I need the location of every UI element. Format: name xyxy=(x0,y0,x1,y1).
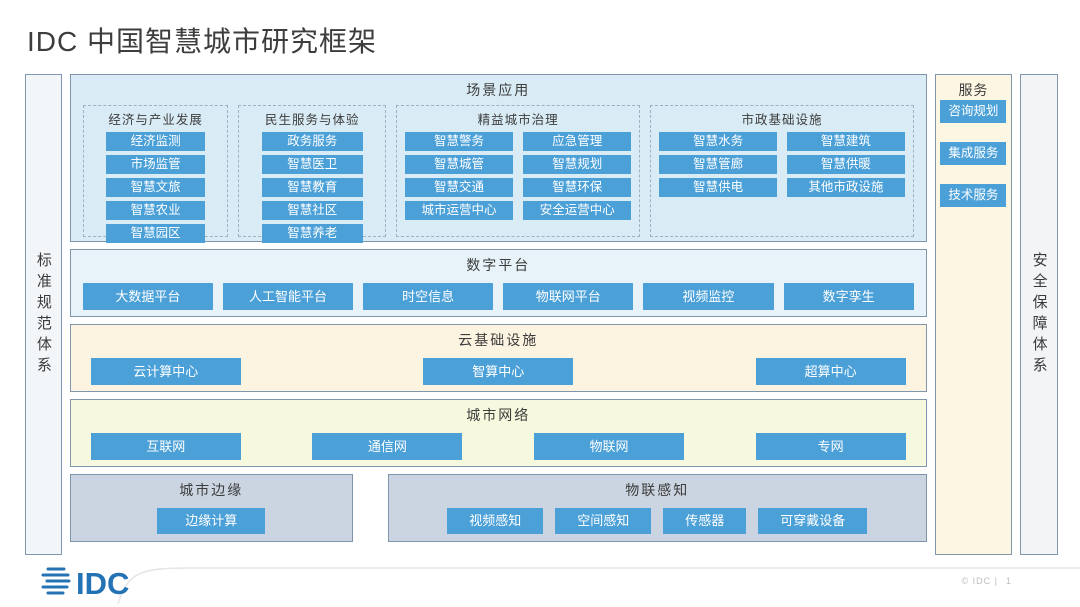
iot-chip: 视频感知 xyxy=(447,508,544,534)
section-iot-sensing: 物联感知 视频感知空间感知传感器可穿戴设备 xyxy=(387,474,927,542)
platform-chip: 物联网平台 xyxy=(503,283,634,310)
group-items: 政务服务智慧医卫智慧教育智慧社区智慧养老 xyxy=(247,132,376,243)
page-number: 1 xyxy=(1005,576,1012,586)
group-title: 民生服务与体验 xyxy=(264,113,360,127)
service-chip: 技术服务 xyxy=(940,184,1007,207)
group-economy-industry: 经济与产业发展 经济监测市场监管智慧文旅智慧农业智慧园区 xyxy=(82,105,229,243)
service-chip: 集成服务 xyxy=(940,142,1007,165)
app-chip: 智慧文旅 xyxy=(105,178,206,197)
network-chip: 通信网 xyxy=(312,433,463,460)
iot-chip: 传感器 xyxy=(663,508,747,534)
group-lean-city-governance: 精益城市治理 智慧警务应急管理智慧城管智慧规划智慧交通智慧环保城市运营中心安全运… xyxy=(395,105,641,237)
iot-chip: 可穿戴设备 xyxy=(758,508,868,534)
app-chip: 智慧社区 xyxy=(261,201,363,220)
copyright-text: © IDC | xyxy=(961,576,998,586)
idc-logo: IDC xyxy=(41,566,129,600)
platform-chip: 大数据平台 xyxy=(82,283,213,310)
group-items: 智慧警务应急管理智慧城管智慧规划智慧交通智慧环保城市运营中心安全运营中心 xyxy=(404,132,632,220)
network-chip: 专网 xyxy=(755,433,906,460)
app-chip: 智慧水务 xyxy=(659,132,777,151)
services-column: 服务 咨询规划集成服务技术服务 xyxy=(934,74,1013,555)
section-title: 云基础设施 xyxy=(458,332,539,348)
app-chip: 安全运营中心 xyxy=(523,201,632,220)
group-title: 精益城市治理 xyxy=(477,113,559,127)
app-chip: 智慧建筑 xyxy=(787,132,905,151)
section-title: 数字平台 xyxy=(466,257,531,273)
app-chip: 应急管理 xyxy=(523,132,632,151)
section-city-network: 城市网络 互联网 通信网 物联网 专网 xyxy=(69,399,927,467)
app-chip: 智慧城管 xyxy=(404,155,514,174)
app-chip: 政务服务 xyxy=(261,132,363,151)
app-chip: 智慧养老 xyxy=(261,224,363,243)
section-digital-platform: 数字平台 大数据平台人工智能平台时空信息物联网平台视频监控数字孪生 xyxy=(69,249,927,317)
app-chip: 智慧供电 xyxy=(659,178,777,197)
edge-items: 边缘计算 xyxy=(71,500,352,534)
cloud-chip: 超算中心 xyxy=(755,358,906,385)
main-column: 场景应用 经济与产业发展 经济监测市场监管智慧文旅智慧农业智慧园区 民生服务与体… xyxy=(69,74,927,555)
section-title: 城市网络 xyxy=(466,407,531,423)
platform-chip: 视频监控 xyxy=(643,283,774,310)
app-chip: 经济监测 xyxy=(105,132,206,151)
network-items: 互联网 通信网 物联网 专网 xyxy=(71,425,926,460)
platform-chip: 人工智能平台 xyxy=(222,283,354,310)
service-chip: 咨询规划 xyxy=(940,100,1007,123)
security-system-bar: 安全保障体系 xyxy=(1020,74,1058,555)
edge-chip: 边缘计算 xyxy=(157,508,266,534)
cloud-chip: 云计算中心 xyxy=(90,358,241,385)
app-chip: 市场监管 xyxy=(105,155,206,174)
section-scenario-applications: 场景应用 经济与产业发展 经济监测市场监管智慧文旅智慧农业智慧园区 民生服务与体… xyxy=(69,74,927,243)
framework-diagram: 标准规范体系 场景应用 经济与产业发展 经济监测市场监管智慧文旅智慧农业智慧园区… xyxy=(25,74,1058,555)
app-chip: 智慧警务 xyxy=(404,132,514,151)
app-chip: 智慧环保 xyxy=(523,178,632,197)
app-chip: 智慧规划 xyxy=(523,155,632,174)
network-chip: 物联网 xyxy=(534,433,685,460)
group-municipal-infrastructure: 市政基础设施 智慧水务智慧建筑智慧管廊智慧供暖智慧供电其他市政设施 xyxy=(650,105,914,237)
page-title: IDC 中国智慧城市研究框架 xyxy=(27,26,378,57)
app-chip: 智慧医卫 xyxy=(261,155,363,174)
standards-system-label: 标准规范体系 xyxy=(34,251,52,378)
scenario-groups: 经济与产业发展 经济监测市场监管智慧文旅智慧农业智慧园区 民生服务与体验 政务服… xyxy=(71,100,926,243)
cloud-chip: 智算中心 xyxy=(423,358,574,385)
app-chip: 其他市政设施 xyxy=(787,178,905,197)
section-title: 场景应用 xyxy=(466,82,531,98)
app-chip: 智慧交通 xyxy=(404,178,514,197)
network-chip: 互联网 xyxy=(90,433,241,460)
group-items: 经济监测市场监管智慧文旅智慧农业智慧园区 xyxy=(92,132,220,243)
section-title: 城市边缘 xyxy=(179,482,244,498)
app-chip: 智慧供暖 xyxy=(787,155,905,174)
iot-items: 视频感知空间感知传感器可穿戴设备 xyxy=(389,500,926,534)
section-title: 物联感知 xyxy=(625,482,690,498)
bottom-row: 城市边缘 边缘计算 物联感知 视频感知空间感知传感器可穿戴设备 xyxy=(69,474,927,542)
app-chip: 智慧管廊 xyxy=(659,155,777,174)
standards-system-bar: 标准规范体系 xyxy=(25,74,62,555)
group-title: 市政基础设施 xyxy=(741,113,823,127)
services-title: 服务 xyxy=(958,82,989,98)
app-chip: 智慧教育 xyxy=(261,178,363,197)
platform-chip: 时空信息 xyxy=(363,283,494,310)
section-city-edge: 城市边缘 边缘计算 xyxy=(69,474,353,542)
group-livelihood-services: 民生服务与体验 政务服务智慧医卫智慧教育智慧社区智慧养老 xyxy=(238,105,386,243)
section-cloud-infrastructure: 云基础设施 云计算中心 智算中心 超算中心 xyxy=(69,324,927,392)
iot-chip: 空间感知 xyxy=(555,508,652,534)
services-items: 咨询规划集成服务技术服务 xyxy=(940,100,1007,207)
app-chip: 智慧农业 xyxy=(105,201,206,220)
platform-items: 大数据平台人工智能平台时空信息物联网平台视频监控数字孪生 xyxy=(71,275,926,310)
footer-swoosh xyxy=(117,567,1080,605)
idc-globe-icon xyxy=(41,567,71,595)
group-items: 智慧水务智慧建筑智慧管廊智慧供暖智慧供电其他市政设施 xyxy=(659,132,905,197)
cloud-items: 云计算中心 智算中心 超算中心 xyxy=(71,350,926,385)
app-chip: 智慧园区 xyxy=(105,224,206,243)
app-chip: 城市运营中心 xyxy=(404,201,514,220)
platform-chip: 数字孪生 xyxy=(783,283,914,310)
security-system-label: 安全保障体系 xyxy=(1030,251,1048,378)
footer-copyright: © IDC | 1 xyxy=(962,576,1013,586)
idc-logo-text: IDC xyxy=(76,566,129,600)
group-title: 经济与产业发展 xyxy=(108,113,203,127)
